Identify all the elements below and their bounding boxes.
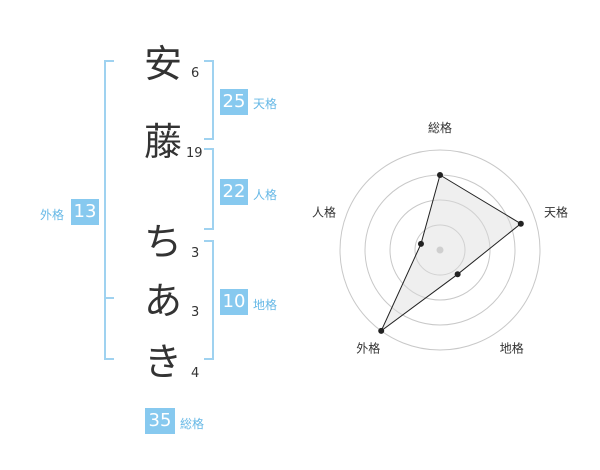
chikaku-label: 地格 [253,298,278,312]
gaikaku-value: 13 [71,199,99,225]
radar-axis-label-4: 外格 [356,341,380,356]
tenkaku-value: 25 [220,89,248,115]
tenkaku-bracket [204,60,214,140]
radar-axis-label-5: 人格 [312,204,336,219]
radar-point-3 [454,271,461,278]
radar-point-4 [378,327,385,334]
radar-point-5 [417,240,424,247]
chikaku-value: 10 [220,289,248,315]
radar-axis-label-3: 地格 [500,341,524,356]
gaikaku-bracket [104,60,114,360]
jinkaku-value: 22 [220,179,248,205]
stroke-count-4: 3 [191,305,200,320]
gaikaku-label: 外格 [40,208,65,222]
name-char-4: あ [143,279,182,323]
stroke-count-2: 19 [186,146,203,161]
radar-center [436,246,444,254]
gaikaku-bracket-tick [104,297,114,299]
radar-area [380,174,522,332]
radar-axis-label-2: 天格 [544,204,568,219]
chikaku-bracket [204,240,214,360]
tenkaku-label: 天格 [253,97,278,111]
radar-point-2 [517,220,524,227]
name-char-1: 安 [143,42,182,86]
soukaku-label: 総格 [180,417,205,431]
stroke-count-3: 3 [191,246,200,261]
stroke-count-1: 6 [191,66,200,81]
radar-point-1 [437,172,443,178]
radar-ring-2 [389,199,491,301]
radar-ring-1 [414,224,466,276]
jinkaku-bracket [204,148,214,230]
soukaku-value: 35 [145,408,175,434]
name-char-3: ち [143,220,182,264]
radar-axis-label-1: 総格 [428,120,452,135]
name-char-2: 藤 [143,120,182,164]
stroke-count-5: 4 [191,366,200,381]
radar-ring-4 [339,149,541,351]
name-char-5: き [143,340,182,384]
jinkaku-label: 人格 [253,188,278,202]
